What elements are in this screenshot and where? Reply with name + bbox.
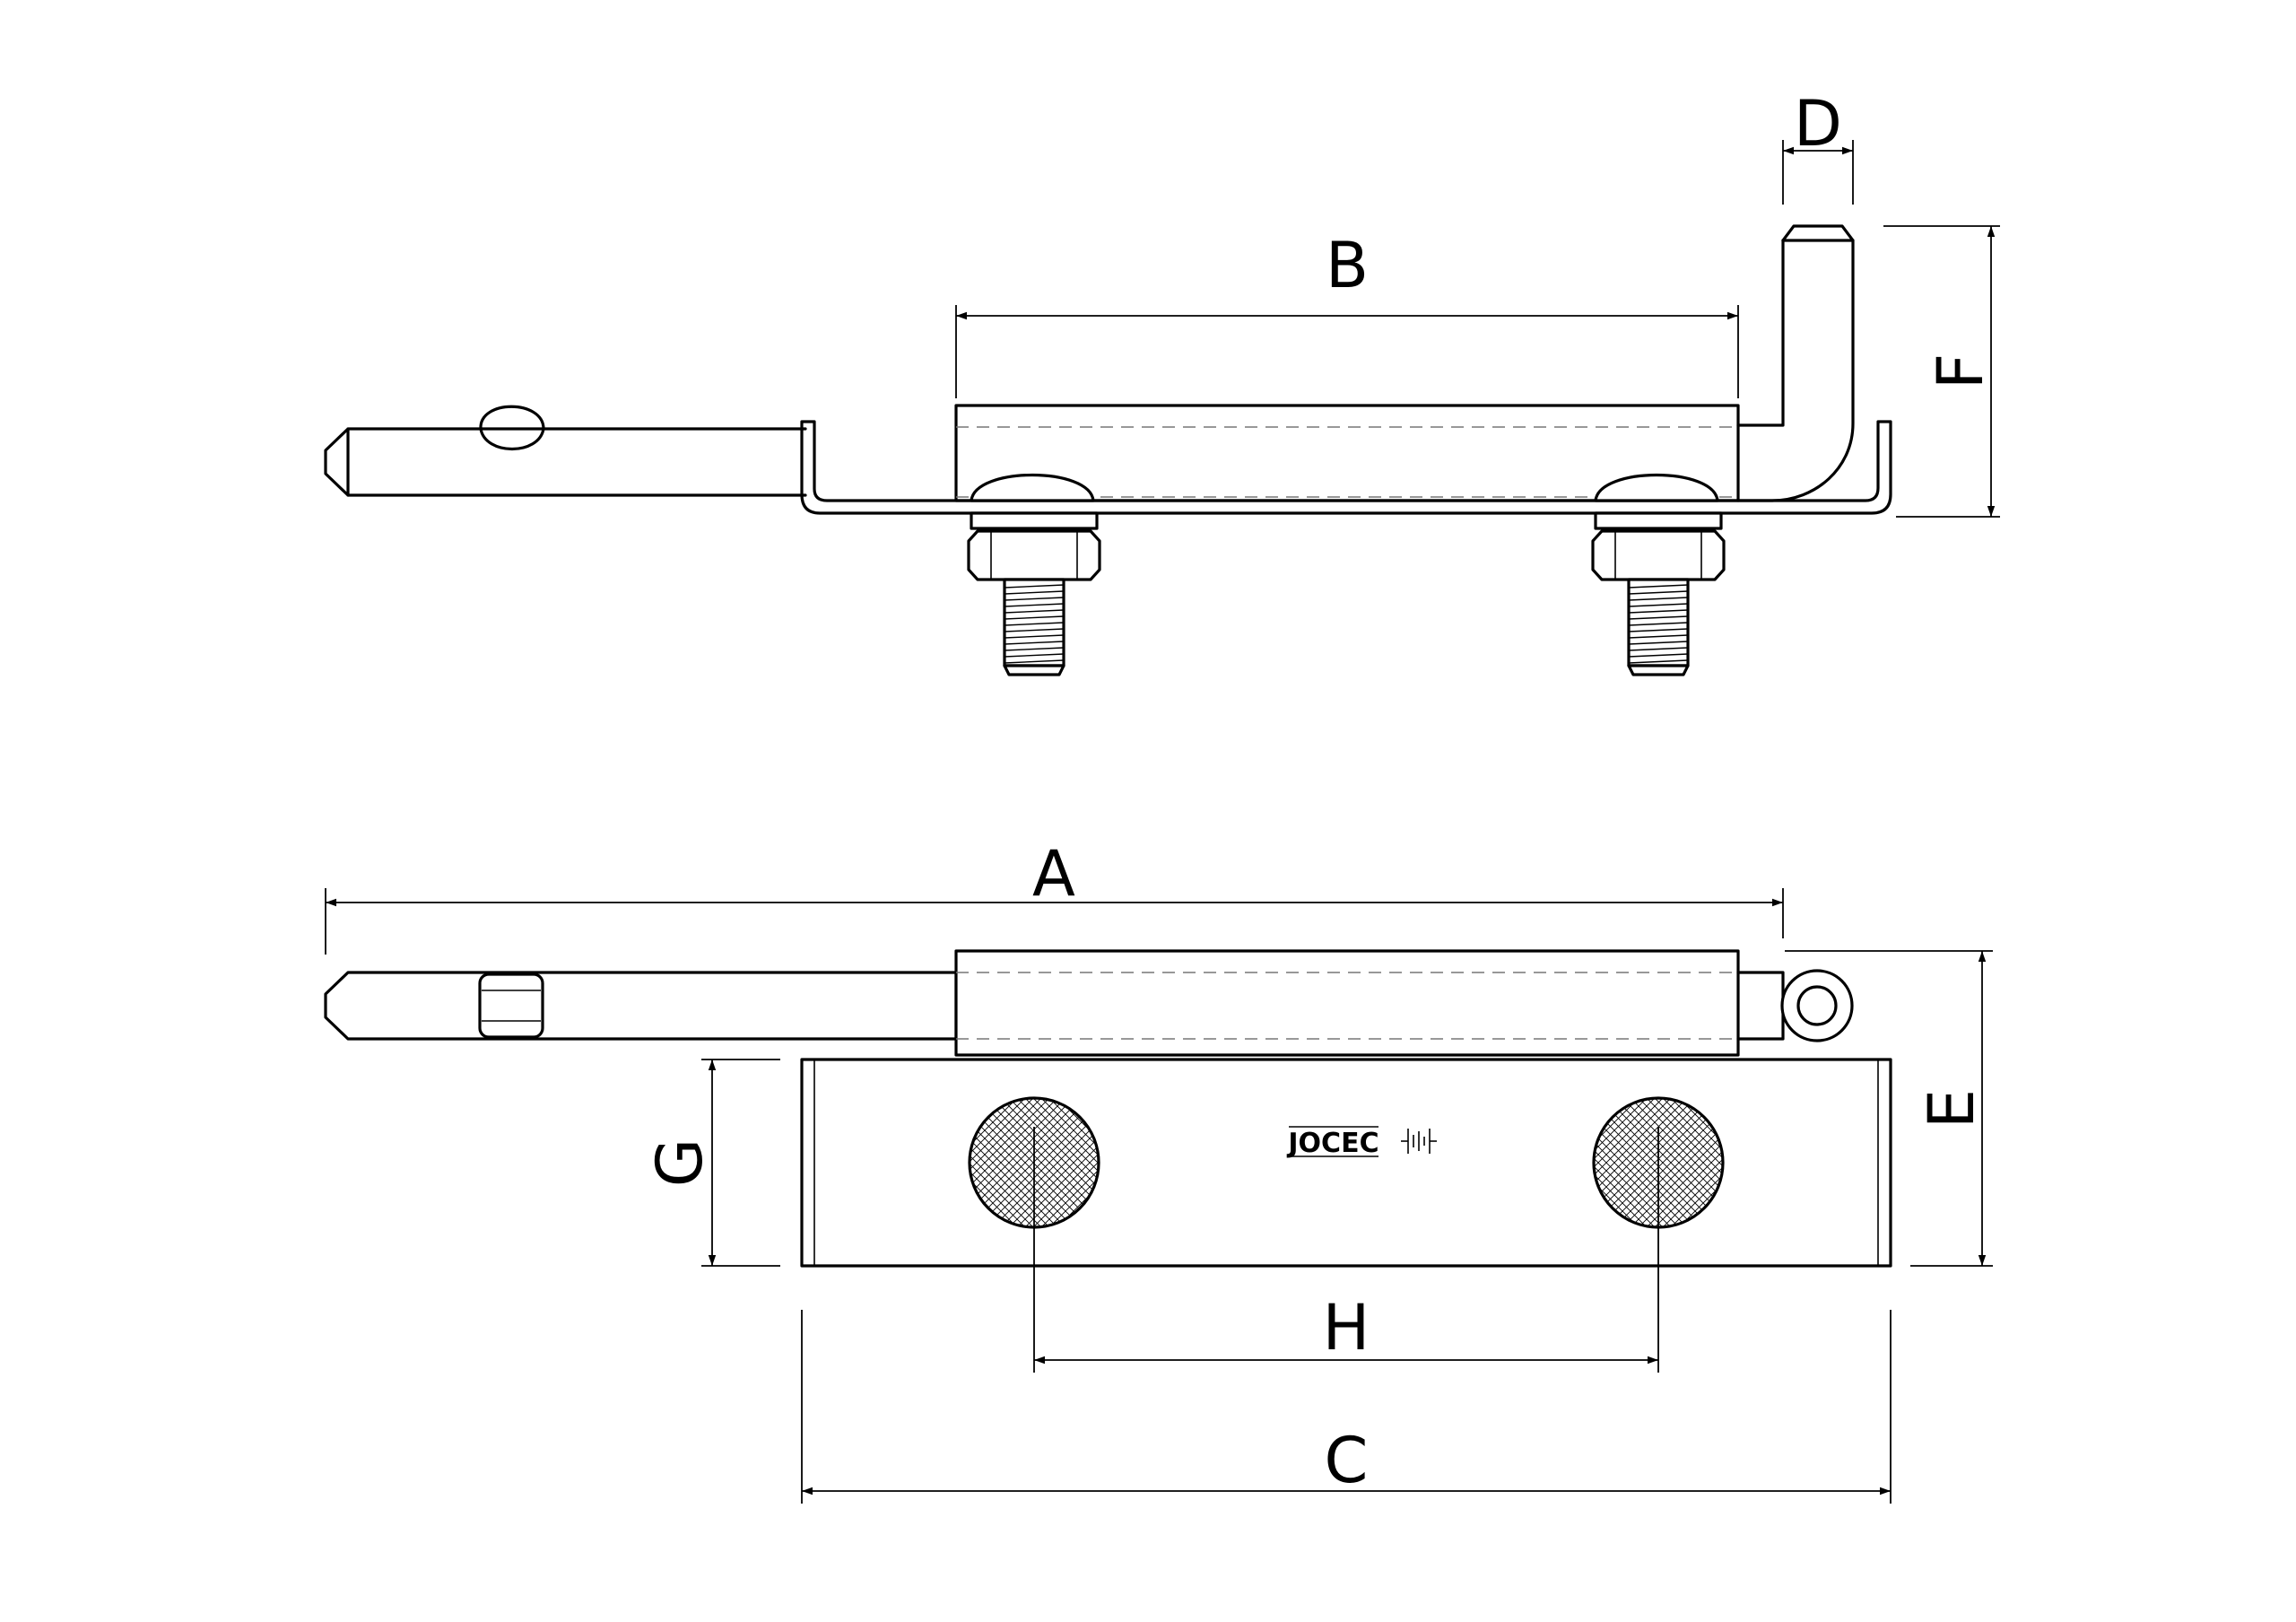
- thread-line: [1628, 659, 1689, 664]
- thread-line: [1628, 622, 1689, 626]
- dimension-label-f: F: [1924, 353, 1997, 389]
- front-view: JOCEC A E: [324, 837, 1993, 1504]
- side-view: B D F: [324, 87, 2000, 676]
- thread-line: [1004, 653, 1065, 658]
- dimension-label-d: D: [1794, 87, 1842, 161]
- thread-line: [1004, 622, 1065, 626]
- barrel-front: [954, 949, 1785, 1057]
- dimension-label-e: E: [1915, 1089, 1988, 1129]
- thread-line: [1004, 647, 1065, 651]
- thread-line: [1004, 615, 1065, 620]
- thread-line: [1628, 615, 1689, 620]
- carriage-bolt-left: [967, 474, 1101, 676]
- thread-right: [1628, 584, 1689, 664]
- thread-left: [1004, 584, 1065, 664]
- dimension-e: E: [1785, 950, 1993, 1267]
- thread-line: [1628, 641, 1689, 645]
- handle-eye-front: [1780, 969, 1854, 1042]
- brand-logo: JOCEC: [1286, 1126, 1437, 1159]
- bracket-side: [800, 420, 1892, 515]
- mounting-plate: [800, 1058, 1892, 1268]
- thread-line: [1004, 584, 1065, 589]
- dimension-c: C: [801, 1310, 1892, 1504]
- dimension-a: A: [325, 837, 1784, 955]
- dimension-f: F: [1883, 225, 2000, 518]
- thread-line: [1004, 597, 1065, 601]
- carriage-bolt-right: [1591, 474, 1726, 676]
- waveform-icon: [1401, 1129, 1437, 1154]
- thread-line: [1628, 603, 1689, 607]
- thread-line: [1628, 653, 1689, 658]
- thread-line: [1628, 584, 1689, 589]
- thread-line: [1004, 641, 1065, 645]
- dimension-h: H: [1033, 1127, 1659, 1373]
- bolt-pin-side: [324, 405, 807, 497]
- thread-line: [1628, 628, 1689, 632]
- thread-line: [1628, 609, 1689, 614]
- thread-line: [1628, 590, 1689, 595]
- thread-line: [1004, 603, 1065, 607]
- thread-line: [1004, 628, 1065, 632]
- dimension-label-h: H: [1323, 1291, 1370, 1365]
- thread-line: [1628, 647, 1689, 651]
- dimension-label-b: B: [1326, 229, 1369, 302]
- thread-line: [1628, 634, 1689, 639]
- dimension-label-g: G: [643, 1138, 717, 1187]
- thread-line: [1004, 634, 1065, 639]
- hook-handle-side: [1736, 224, 1855, 502]
- bolt-pin-front: [324, 971, 958, 1041]
- thread-line: [1004, 659, 1065, 664]
- thread-line: [1004, 590, 1065, 595]
- brand-text: JOCEC: [1286, 1128, 1378, 1159]
- dimension-label-c: C: [1325, 1424, 1369, 1497]
- thread-line: [1628, 597, 1689, 601]
- dimension-d: D: [1782, 87, 1854, 205]
- dimension-b: B: [955, 229, 1739, 398]
- dimension-g: G: [643, 1059, 780, 1267]
- dimension-label-a: A: [1032, 837, 1075, 911]
- thread-line: [1004, 609, 1065, 614]
